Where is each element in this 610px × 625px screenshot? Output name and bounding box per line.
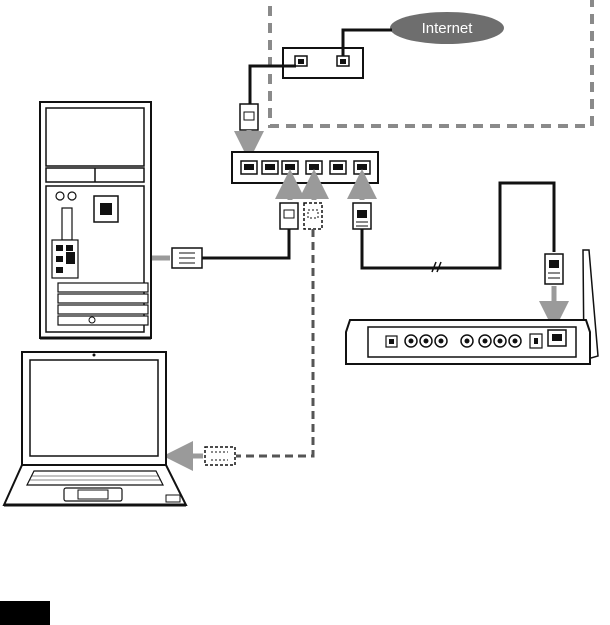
cable-hub-laptop xyxy=(236,229,313,456)
rj45-plug-laptop-end xyxy=(205,447,235,465)
laptop-screen xyxy=(30,360,158,456)
rj45-plug-receiver-end xyxy=(545,254,563,284)
desktop-pc xyxy=(40,102,151,338)
modem xyxy=(283,48,363,78)
laptop-keyboard xyxy=(27,471,163,485)
cable-hub-receiver xyxy=(362,183,554,268)
rj45-plug-desktop-end xyxy=(172,248,202,268)
laptop xyxy=(4,352,186,505)
rj45-plug-desktop xyxy=(280,203,298,229)
rj45-plug-modem-hub xyxy=(240,104,258,130)
cable-hub-desktop xyxy=(202,229,289,258)
footer-tab xyxy=(0,601,50,625)
internet-cloud: Internet xyxy=(390,12,504,44)
network-hub xyxy=(232,152,378,183)
desktop-lan-port xyxy=(66,252,75,264)
rj45-plug-receiver-hub xyxy=(353,203,371,229)
internet-label: Internet xyxy=(422,20,474,37)
rj45-plug-laptop xyxy=(304,203,322,229)
